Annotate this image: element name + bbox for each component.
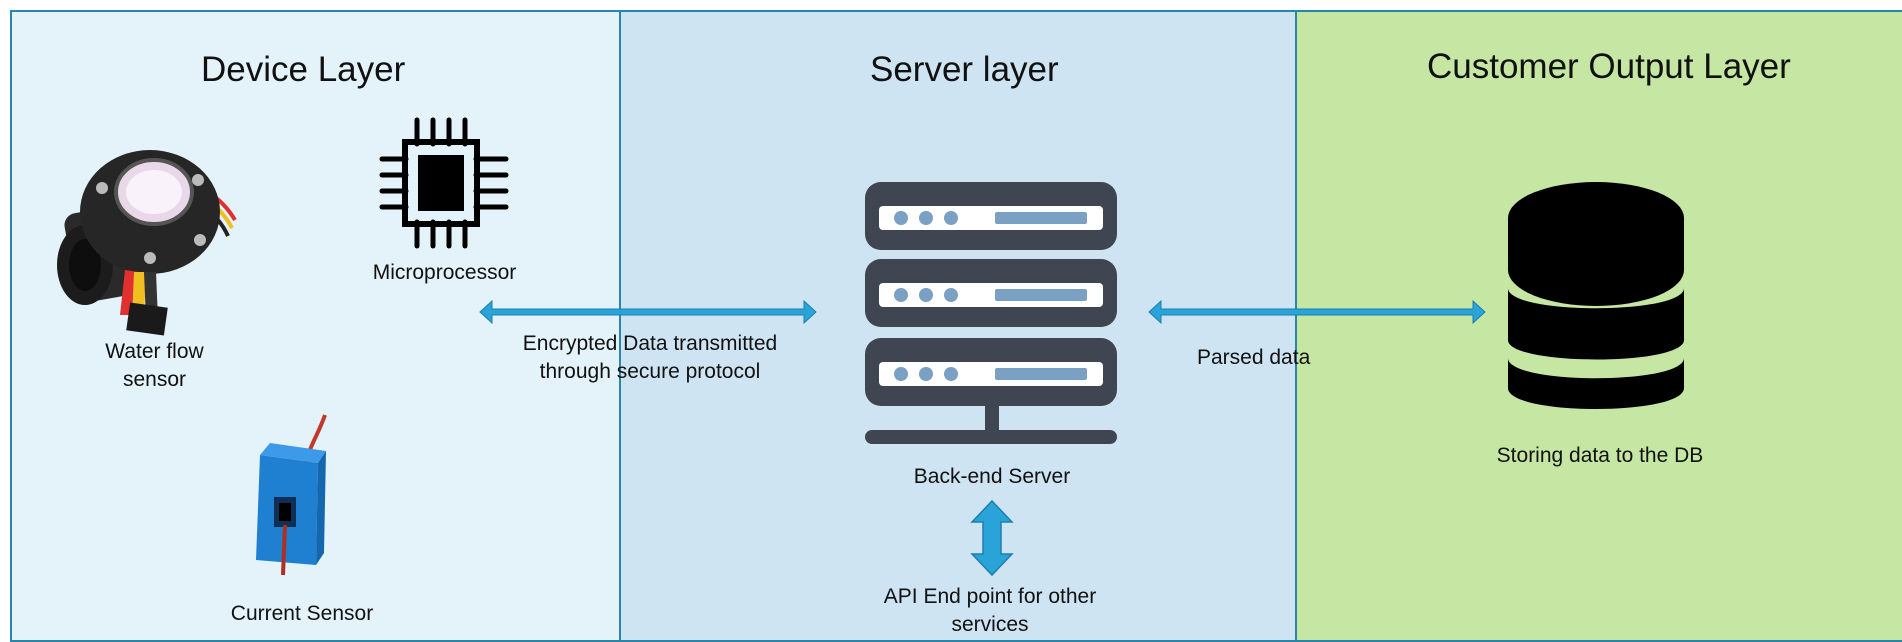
water-flow-label-line1: Water flow (105, 340, 204, 363)
water-flow-sensor-label: Water flow sensor (97, 338, 212, 394)
backend-server-label: Back-end Server (913, 465, 1071, 488)
encrypted-label-line1: Encrypted Data transmitted (522, 332, 778, 355)
database-icon (1508, 182, 1684, 409)
encrypted-data-label: Encrypted Data transmitted through secur… (500, 330, 800, 386)
encrypted-label-line2: through secure protocol (539, 360, 761, 383)
encrypted-data-arrow (479, 299, 817, 325)
parsed-data-label: Parsed data (1197, 346, 1311, 369)
microprocessor-label: Microprocessor (372, 261, 517, 284)
water-flow-label-line2: sensor (122, 368, 187, 391)
current-sensor-label: Current Sensor (230, 602, 374, 625)
api-endpoint-arrow (970, 499, 1014, 577)
parsed-data-arrow (1148, 299, 1486, 325)
server-rack-icon (865, 182, 1117, 444)
water-flow-sensor-image (57, 150, 237, 336)
device-layer-title: Device Layer (201, 50, 406, 89)
storing-db-label: Storing data to the DB (1496, 444, 1704, 467)
customer-output-layer-title: Customer Output Layer (1427, 47, 1791, 86)
microprocessor-chip-icon (379, 117, 509, 249)
api-label-line2: services (951, 613, 1029, 636)
api-label-line1: API End point for other (883, 585, 1097, 608)
current-sensor-image (256, 414, 327, 576)
server-layer-title: Server layer (870, 50, 1059, 89)
api-endpoint-label: API End point for other services (860, 583, 1120, 639)
